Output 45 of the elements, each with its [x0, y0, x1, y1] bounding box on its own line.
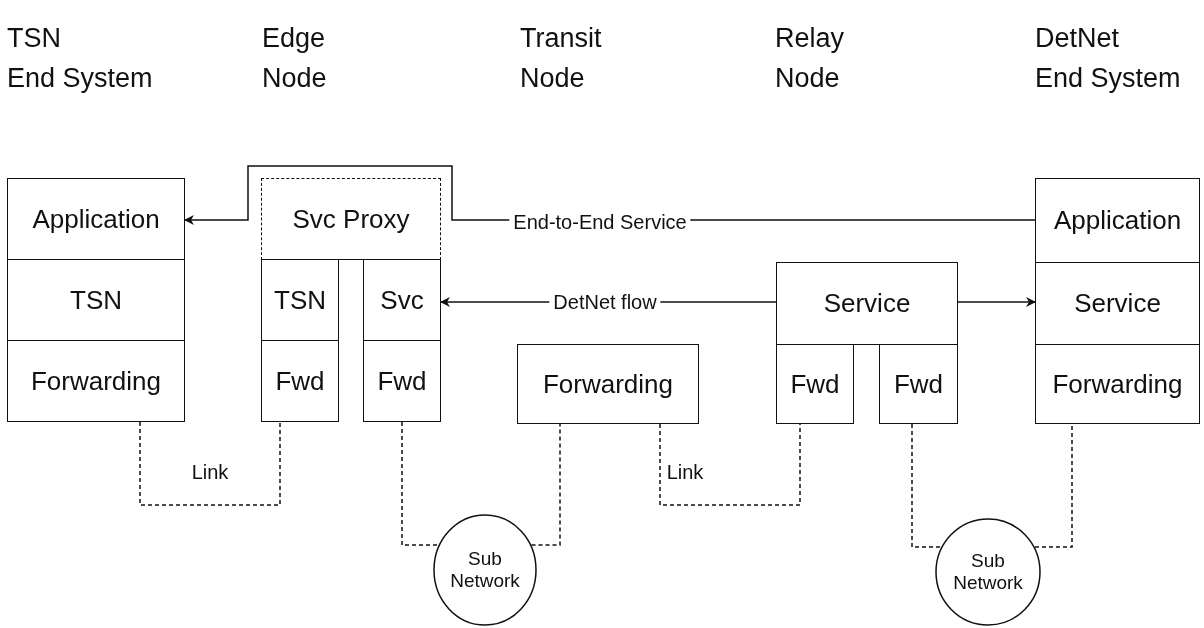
column-heading: TSN End System [7, 22, 154, 95]
layer-label: Forwarding [542, 368, 674, 400]
layer-box [363, 259, 441, 341]
link-line [911, 423, 942, 548]
layer-label: Sub Network [449, 548, 521, 592]
layer-box [7, 259, 185, 341]
proxy-box [261, 178, 441, 260]
layer-box [7, 340, 185, 422]
layer-label: Fwd [377, 365, 427, 397]
link-line [401, 421, 440, 546]
layer-label: Application [32, 203, 160, 235]
layer-box [1035, 262, 1200, 345]
layer-label: Svc [380, 284, 424, 316]
column-heading: Relay Node [775, 22, 846, 95]
layer-box [1035, 344, 1200, 424]
column-heading: Edge Node [262, 22, 328, 95]
layer-box [1035, 178, 1200, 263]
layer-box [7, 178, 185, 260]
layer-label: Application [1053, 205, 1182, 236]
link-line [1034, 423, 1073, 548]
layer-label: Forwarding [30, 365, 162, 397]
layer-box [776, 262, 958, 345]
layer-label: Service [823, 288, 911, 319]
column-heading: DetNet End System [1035, 22, 1182, 95]
link-line [530, 423, 561, 546]
layer-box [261, 340, 339, 422]
layer-box [517, 344, 699, 424]
layer-label: Fwd [893, 368, 944, 400]
link-line [659, 423, 801, 506]
link-line [139, 421, 281, 506]
layer-box [363, 340, 441, 422]
layer-label: Fwd [790, 368, 840, 400]
layer-label: TSN [274, 284, 326, 316]
layer-label: Sub Network [952, 550, 1024, 594]
layer-label: Forwarding [1052, 368, 1183, 400]
layer-box [879, 344, 958, 424]
layer-label: TSN [70, 284, 122, 316]
network-ellipse [433, 514, 537, 626]
layer-box [776, 344, 854, 424]
column-heading: Transit Node [520, 22, 603, 95]
layer-box [261, 259, 339, 341]
layer-label: Service [1074, 288, 1161, 319]
arrow [957, 297, 1036, 307]
layer-label: Fwd [275, 365, 325, 397]
network-ellipse [935, 518, 1041, 626]
